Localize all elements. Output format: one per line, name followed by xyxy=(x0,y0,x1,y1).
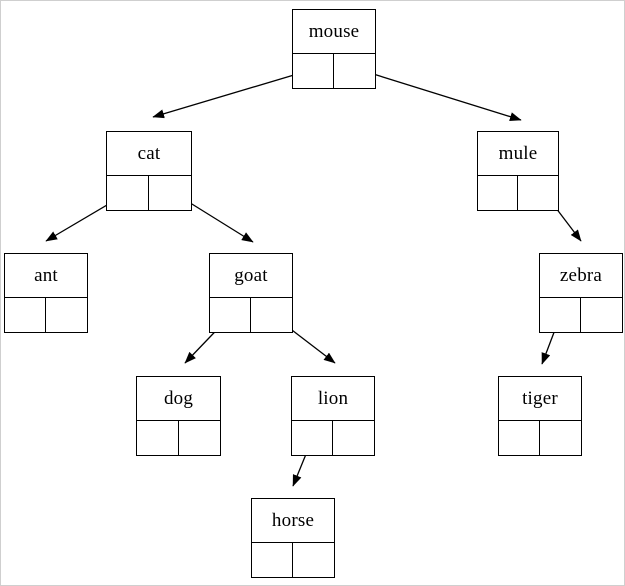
tree-node-label: mouse xyxy=(293,10,375,54)
tree-node-left-pointer-cell[interactable] xyxy=(293,54,334,88)
tree-node-zebra[interactable]: zebra xyxy=(539,253,623,333)
tree-node-label: goat xyxy=(210,254,292,298)
tree-node-left-pointer-cell[interactable] xyxy=(540,298,581,332)
tree-node-right-pointer-cell[interactable] xyxy=(334,54,375,88)
tree-node-pointer-row xyxy=(499,421,581,455)
tree-node-left-pointer-cell[interactable] xyxy=(210,298,251,332)
tree-edge-mouse-cat xyxy=(152,68,315,119)
tree-node-left-pointer-cell[interactable] xyxy=(499,421,540,455)
tree-node-right-pointer-cell[interactable] xyxy=(293,543,334,577)
tree-edge-mouse-mule xyxy=(353,67,522,122)
tree-node-pointer-row xyxy=(292,421,374,455)
tree-node-pointer-row xyxy=(5,298,87,332)
tree-node-lion[interactable]: lion xyxy=(291,376,375,456)
tree-node-pointer-row xyxy=(478,176,558,210)
tree-node-dog[interactable]: dog xyxy=(136,376,221,456)
tree-node-cat[interactable]: cat xyxy=(106,131,192,211)
tree-node-right-pointer-cell[interactable] xyxy=(149,176,191,210)
tree-node-right-pointer-cell[interactable] xyxy=(581,298,622,332)
tree-node-goat[interactable]: goat xyxy=(209,253,293,333)
tree-node-label: tiger xyxy=(499,377,581,421)
tree-node-left-pointer-cell[interactable] xyxy=(137,421,179,455)
tree-node-label: zebra xyxy=(540,254,622,298)
tree-node-label: horse xyxy=(252,499,334,543)
tree-node-mouse[interactable]: mouse xyxy=(292,9,376,89)
tree-node-pointer-row xyxy=(107,176,191,210)
tree-node-label: ant xyxy=(5,254,87,298)
tree-node-label: dog xyxy=(137,377,220,421)
tree-node-right-pointer-cell[interactable] xyxy=(518,176,558,210)
tree-node-right-pointer-cell[interactable] xyxy=(179,421,221,455)
tree-node-label: lion xyxy=(292,377,374,421)
tree-node-tiger[interactable]: tiger xyxy=(498,376,582,456)
tree-node-right-pointer-cell[interactable] xyxy=(540,421,581,455)
tree-node-right-pointer-cell[interactable] xyxy=(251,298,292,332)
tree-node-mule[interactable]: mule xyxy=(477,131,559,211)
tree-node-pointer-row xyxy=(210,298,292,332)
tree-node-left-pointer-cell[interactable] xyxy=(5,298,46,332)
tree-node-pointer-row xyxy=(540,298,622,332)
tree-node-right-pointer-cell[interactable] xyxy=(333,421,374,455)
tree-node-left-pointer-cell[interactable] xyxy=(478,176,518,210)
tree-node-label: mule xyxy=(478,132,558,176)
tree-node-label: cat xyxy=(107,132,191,176)
tree-node-horse[interactable]: horse xyxy=(251,498,335,578)
tree-node-left-pointer-cell[interactable] xyxy=(252,543,293,577)
tree-node-pointer-row xyxy=(137,421,220,455)
tree-node-ant[interactable]: ant xyxy=(4,253,88,333)
tree-node-right-pointer-cell[interactable] xyxy=(46,298,87,332)
tree-node-left-pointer-cell[interactable] xyxy=(292,421,333,455)
tree-node-pointer-row xyxy=(293,54,375,88)
tree-node-left-pointer-cell[interactable] xyxy=(107,176,149,210)
tree-node-pointer-row xyxy=(252,543,334,577)
